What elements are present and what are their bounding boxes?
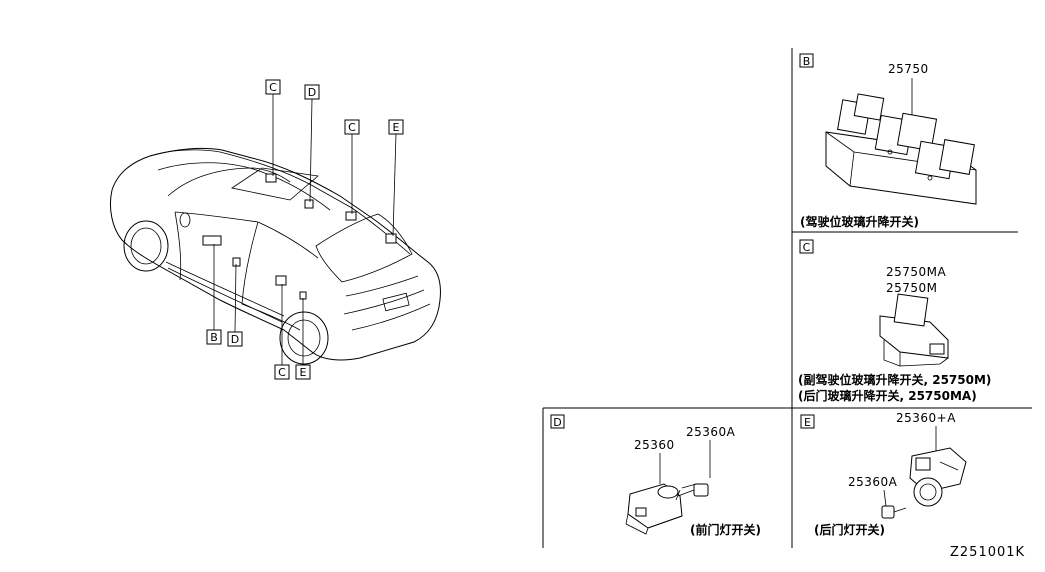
diagram-code: Z251001K bbox=[950, 545, 1025, 560]
panel-letter: D bbox=[553, 416, 561, 429]
front-door-light-switch-drawing bbox=[625, 483, 683, 535]
panel-C: C 25750MA 25750M (副驾驶位玻璃升降开关, 25750M) (后… bbox=[798, 239, 991, 403]
part-number: 25750 bbox=[888, 62, 929, 76]
svg-text:E: E bbox=[300, 366, 307, 379]
svg-text:D: D bbox=[231, 333, 239, 346]
part-number: 25750M bbox=[886, 281, 938, 295]
car-callout-C-top: C bbox=[265, 79, 281, 95]
caption: (后门玻璃升降开关, 25750MA) bbox=[798, 388, 977, 403]
svg-text:C: C bbox=[278, 366, 286, 379]
part-number: 25360 bbox=[634, 438, 675, 452]
part-number: 25360A bbox=[848, 475, 898, 489]
svg-text:C: C bbox=[348, 121, 356, 134]
caption: (副驾驶位玻璃升降开关, 25750M) bbox=[798, 372, 991, 387]
svg-text:D: D bbox=[308, 86, 316, 99]
bolt-drawing bbox=[675, 483, 709, 501]
caption: (驾驶位玻璃升降开关) bbox=[800, 214, 919, 229]
panel-letter-box bbox=[799, 53, 814, 68]
passenger-window-switch-drawing bbox=[879, 293, 949, 367]
panel-letter-box bbox=[800, 414, 815, 429]
panel-letter: E bbox=[804, 416, 811, 429]
car-callout-C-rear: C bbox=[344, 119, 360, 135]
svg-text:E: E bbox=[393, 121, 400, 134]
panel-letter-box bbox=[799, 239, 814, 254]
car-callout-E-side: E bbox=[295, 364, 311, 380]
rear-door-light-switch-drawing bbox=[909, 447, 967, 507]
caption: (前门灯开关) bbox=[690, 522, 761, 537]
svg-text:B: B bbox=[210, 331, 218, 344]
car-callout-D-side: D bbox=[227, 331, 243, 347]
car-illustration bbox=[109, 94, 441, 365]
part-number: 25750MA bbox=[886, 265, 947, 279]
part-number: 25360A bbox=[686, 425, 736, 439]
car-callout-D-top: D bbox=[304, 84, 320, 100]
panel-E: E 25360+A 25360A (后门灯开关) bbox=[800, 411, 967, 537]
car-callout-C-side: C bbox=[274, 364, 290, 380]
panel-letter: B bbox=[803, 55, 811, 68]
panel-letter: C bbox=[803, 241, 811, 254]
panel-D: D 25360A 25360 (前门灯开关) bbox=[550, 414, 761, 537]
car-callout-B: B bbox=[206, 329, 222, 345]
bolt-drawing bbox=[881, 505, 907, 519]
panel-frame bbox=[542, 48, 1032, 548]
master-window-switch-drawing bbox=[825, 93, 977, 205]
part-number: 25360+A bbox=[896, 411, 956, 425]
panel-letter-box bbox=[550, 414, 565, 429]
panel-B: B 25750 (驾驶位玻璃升降开关) bbox=[799, 53, 977, 229]
car-callout-E-rear: E bbox=[388, 119, 404, 135]
svg-text:C: C bbox=[269, 81, 277, 94]
caption: (后门灯开关) bbox=[814, 522, 885, 537]
